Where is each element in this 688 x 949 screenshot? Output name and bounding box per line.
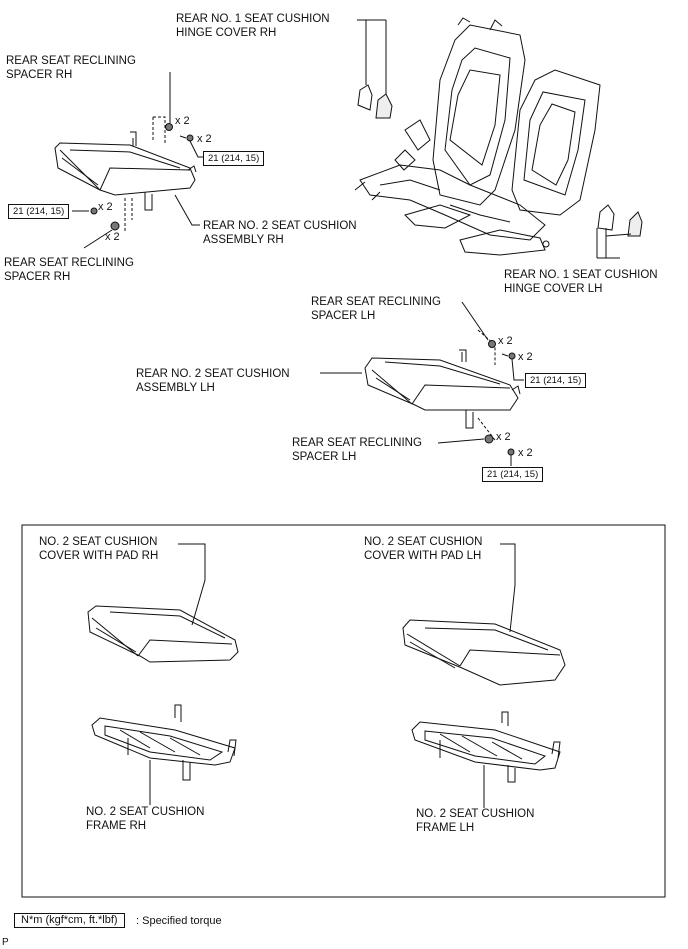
hinge-cover-lh-drawing — [596, 204, 643, 259]
label-frame-lh: NO. 2 SEAT CUSHION FRAME LH — [416, 808, 535, 834]
label-cover-pad-rh: NO. 2 SEAT CUSHION COVER WITH PAD RH — [39, 536, 159, 562]
figure-code: P — [2, 937, 9, 948]
label-frame-rh: NO. 2 SEAT CUSHION FRAME RH — [86, 806, 205, 832]
frame-rh-drawing — [91, 704, 237, 805]
fasteners-lh-top — [461, 301, 524, 381]
frame-lh-drawing — [411, 711, 561, 808]
label-cushion-assembly-lh: REAR NO. 2 SEAT CUSHION ASSEMBLY LH — [136, 368, 290, 394]
torque-spec-rh-bottom: 21 (214, 15) — [8, 204, 70, 219]
detail-frame-box — [21, 524, 666, 898]
torque-spec-lh-bottom: 21 (214, 15) — [482, 467, 544, 482]
cushion-assembly-lh-drawing — [320, 349, 521, 429]
quantity-spacer-lh-bottom: x 2 — [496, 431, 511, 443]
quantity-spacer-rh-bottom: x 2 — [105, 231, 120, 243]
quantity-spacer-rh-top: x 2 — [175, 115, 190, 127]
cover-pad-rh-drawing — [87, 543, 239, 663]
label-spacer-rh-bottom: REAR SEAT RECLINING SPACER RH — [4, 257, 134, 283]
label-cover-pad-lh: NO. 2 SEAT CUSHION COVER WITH PAD LH — [364, 536, 483, 562]
torque-spec-rh-top: 21 (214, 15) — [203, 151, 265, 166]
label-spacer-lh-top: REAR SEAT RECLINING SPACER LH — [311, 296, 441, 322]
label-hinge-cover-rh: REAR NO. 1 SEAT CUSHION HINGE COVER RH — [176, 13, 330, 39]
cover-pad-lh-drawing — [402, 543, 566, 686]
quantity-bolt-rh-top: x 2 — [197, 133, 212, 145]
label-hinge-cover-lh: REAR NO. 1 SEAT CUSHION HINGE COVER LH — [504, 269, 658, 295]
legend-torque-unit-box: N*m (kgf*cm, ft.*lbf) — [14, 913, 125, 928]
cushion-assembly-rh-drawing — [54, 131, 200, 226]
quantity-spacer-lh-top: x 2 — [498, 335, 513, 347]
torque-spec-lh-top: 21 (214, 15) — [525, 373, 587, 388]
quantity-bolt-rh-bottom: x 2 — [98, 201, 113, 213]
label-spacer-rh-top: REAR SEAT RECLINING SPACER RH — [6, 55, 136, 81]
legend-description: : Specified torque — [136, 915, 222, 927]
hinge-cover-rh-drawing — [357, 19, 393, 119]
fasteners-rh-top — [152, 72, 204, 158]
quantity-bolt-lh-top: x 2 — [518, 351, 533, 363]
quantity-bolt-lh-bottom: x 2 — [518, 447, 533, 459]
seat-back-frame-drawing — [354, 17, 601, 256]
label-spacer-lh-bottom: REAR SEAT RECLINING SPACER LH — [292, 437, 422, 463]
fasteners-rh-bottom — [72, 198, 133, 249]
label-cushion-assembly-rh: REAR NO. 2 SEAT CUSHION ASSEMBLY RH — [203, 220, 357, 246]
fasteners-lh-bottom — [437, 417, 515, 466]
